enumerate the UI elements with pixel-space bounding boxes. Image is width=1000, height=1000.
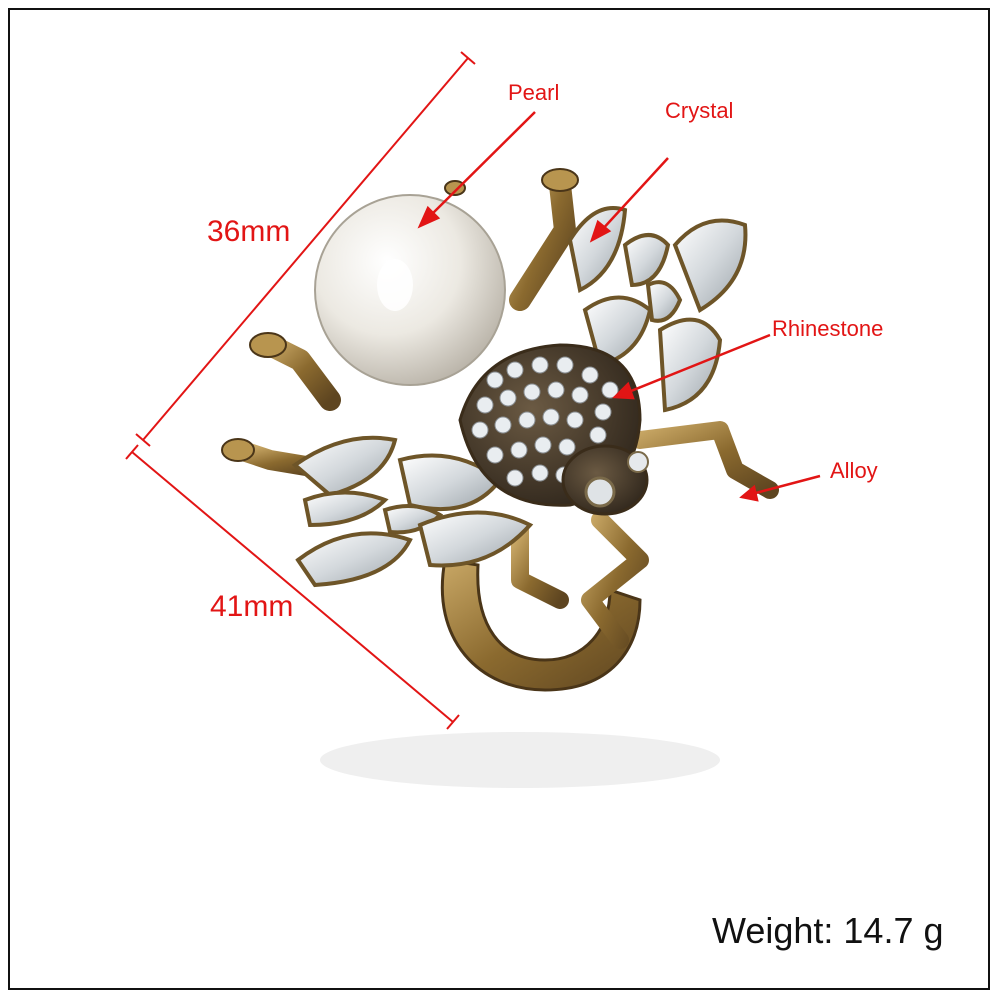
pearl (314, 194, 506, 386)
bee-head (561, 444, 649, 516)
rhinestone-arrow (625, 333, 771, 395)
weight-label: Weight: 14.7 g (712, 910, 944, 951)
callout-arrows (417, 111, 821, 502)
dimension-label-41mm: 41mm (210, 590, 294, 623)
callout-label-alloy: Alloy (830, 458, 878, 483)
left-wing-crystals (291, 435, 534, 588)
callout-label-crystal: Crystal (665, 98, 734, 123)
ring-shadow (320, 732, 720, 788)
image-border (8, 8, 990, 990)
crystal-arrow (599, 157, 669, 233)
pearl-arrow (427, 111, 536, 219)
dimension-line-36mm (135, 51, 476, 447)
ring-band (440, 558, 642, 692)
dimension-line-41mm (125, 444, 460, 730)
alloy-arrow (751, 474, 821, 496)
callout-label-pearl: Pearl (508, 80, 560, 105)
callout-label-rhinestone: Rhinestone (772, 316, 884, 341)
leg-tips (221, 168, 579, 462)
right-wing-crystals (567, 206, 748, 413)
dimension-label-36mm: 36mm (207, 215, 291, 248)
